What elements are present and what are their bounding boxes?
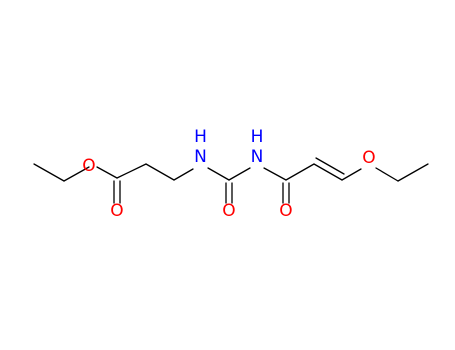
oxygen-ester-carbonyl-label: O: [110, 201, 123, 221]
bond-vinyl-2: [315, 157, 345, 175]
bond-vinyl-1: [313, 163, 343, 181]
oxygen-ether-label: O: [362, 148, 375, 168]
bond-c-urea-nh-right: [228, 167, 251, 181]
bond-nh-left-c-urea: [207, 167, 230, 181]
bond-ch2-ch2-b: [145, 163, 175, 181]
oxygen-ester-single-label: O: [82, 156, 95, 176]
oxygen-amide-label: O: [279, 201, 292, 221]
bond-c-ch2-a: [116, 163, 147, 179]
bond-layer: [33, 157, 429, 204]
bond-o-ether-ch2: [375, 167, 399, 182]
bond-o-ester-c: [96, 166, 118, 179]
bond-ch2-ch3-right: [397, 163, 429, 182]
bond-ch2-o-ester: [63, 166, 90, 182]
bond-ch-o-ether: [341, 168, 362, 181]
bond-ch2-nh-left: [173, 168, 194, 181]
bond-c-amide-ch: [285, 163, 315, 181]
bond-nh-right-c-amide: [263, 167, 287, 181]
bond-ch3-ch2-left: [33, 163, 65, 182]
oxygen-urea-label: O: [222, 201, 235, 221]
